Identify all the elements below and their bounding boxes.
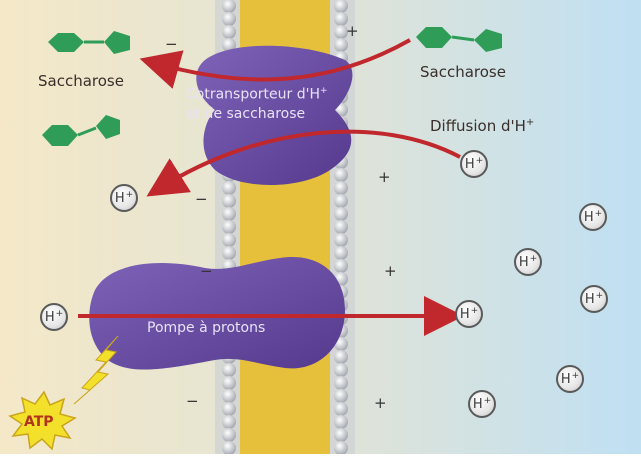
diffusion-label: Diffusion d'H+ — [430, 117, 534, 135]
phospholipid-head — [222, 402, 236, 416]
phospholipid-head — [334, 259, 348, 273]
charge-plus-mid: + — [384, 262, 397, 280]
proton-ion: H+ — [556, 365, 584, 393]
saccharose-label-inside: Saccharose — [420, 63, 506, 81]
phospholipid-head — [222, 207, 236, 221]
phospholipid-head — [334, 181, 348, 195]
charge-minus-bottom: − — [186, 392, 199, 410]
phospholipid-head — [334, 168, 348, 182]
phospholipid-head — [222, 194, 236, 208]
phospholipid-head — [222, 376, 236, 390]
phospholipid-head — [334, 402, 348, 416]
diffusion-label-text: Diffusion d'H — [430, 117, 526, 135]
phospholipid-head — [222, 220, 236, 234]
phospholipid-head — [222, 12, 236, 26]
atp-label: ATP — [24, 414, 54, 430]
proton-ion: H+ — [580, 285, 608, 313]
proton-ion: H+ — [455, 300, 483, 328]
cotransporter-label-line2: et de saccharose — [186, 106, 305, 122]
proton-pump-label: Pompe à protons — [147, 320, 265, 336]
phospholipid-head — [334, 389, 348, 403]
phospholipid-head — [222, 246, 236, 260]
charge-minus-top: − — [165, 35, 178, 53]
phospholipid-head — [334, 363, 348, 377]
phospholipid-head — [222, 428, 236, 442]
charge-minus-mid: − — [200, 262, 213, 280]
saccharose-label-outside: Saccharose — [38, 72, 124, 90]
phospholipid-head — [222, 363, 236, 377]
proton-ion: H+ — [460, 150, 488, 178]
phospholipid-head — [222, 25, 236, 39]
charge-plus-bottom: + — [374, 394, 387, 412]
charge-plus-top: + — [346, 22, 359, 40]
phospholipid-head — [334, 246, 348, 260]
phospholipid-head — [334, 220, 348, 234]
phospholipid-head — [222, 415, 236, 429]
charge-minus-upper: − — [195, 190, 208, 208]
phospholipid-head — [222, 233, 236, 247]
phospholipid-head — [334, 207, 348, 221]
phospholipid-head — [222, 389, 236, 403]
proton-ion: H+ — [40, 303, 68, 331]
phospholipid-head — [334, 233, 348, 247]
proton-ion: H+ — [468, 390, 496, 418]
cotransporter-label-line1: Cotransporteur d'H+ — [186, 86, 328, 103]
phospholipid-head — [334, 350, 348, 364]
phospholipid-head — [334, 428, 348, 442]
proton-ion: H+ — [514, 248, 542, 276]
proton-ion: H+ — [110, 184, 138, 212]
proton-pump-protein — [89, 257, 345, 369]
cotransporter-label-line1-sup: + — [320, 86, 328, 96]
phospholipid-head — [334, 376, 348, 390]
proton-ion: H+ — [579, 203, 607, 231]
phospholipid-head — [334, 415, 348, 429]
phospholipid-head — [222, 181, 236, 195]
cotransporter-label-line1-text: Cotransporteur d'H — [186, 87, 320, 103]
phospholipid-head — [334, 194, 348, 208]
phospholipid-head — [334, 38, 348, 52]
diffusion-label-sup: + — [526, 117, 534, 128]
charge-plus-upper: + — [378, 168, 391, 186]
